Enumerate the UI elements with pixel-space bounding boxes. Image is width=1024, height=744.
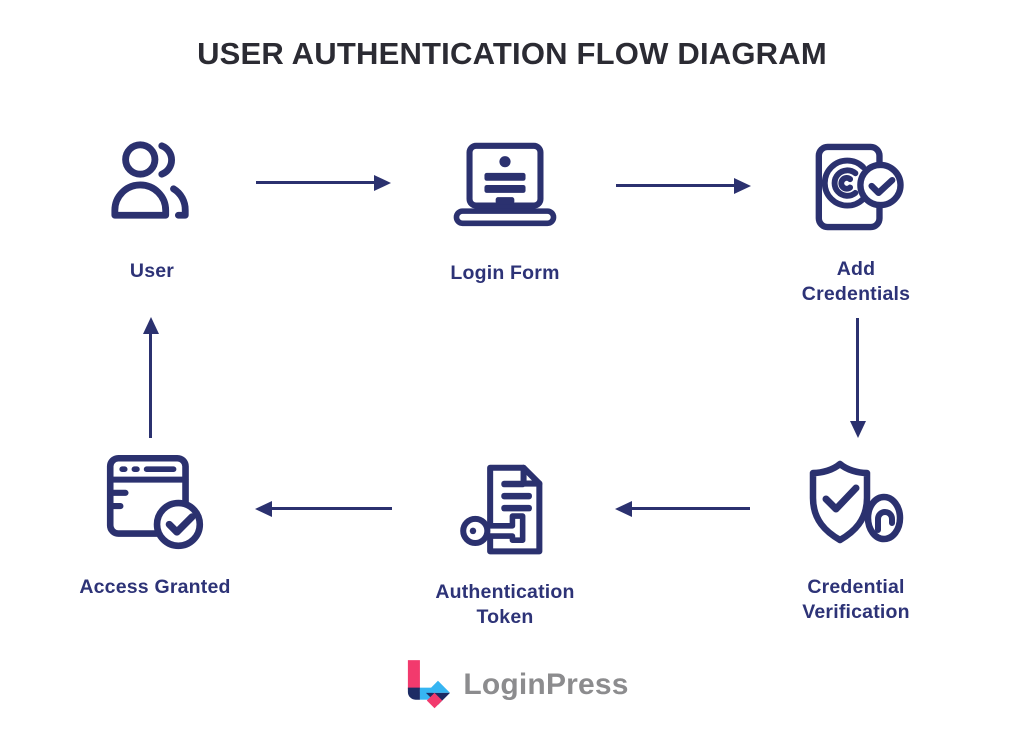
node-login-form: Login Form bbox=[415, 140, 595, 286]
node-label-add-credentials: Add Credentials bbox=[801, 258, 911, 305]
node-user: User bbox=[82, 138, 222, 284]
node-authentication-token: Authentication Token bbox=[408, 462, 602, 630]
arrow-user-to-login-form bbox=[256, 181, 374, 184]
laptop-login-icon bbox=[449, 140, 561, 230]
arrow-access-granted-to-user bbox=[149, 334, 152, 438]
arrow-credential-verification-to-authentication-token bbox=[632, 507, 750, 510]
loginpress-logo: LoginPress bbox=[0, 655, 1024, 715]
node-label-user: User bbox=[129, 260, 175, 282]
node-credential-verification: Credential Verification bbox=[766, 458, 946, 625]
loginpress-logo-icon bbox=[395, 655, 451, 715]
node-label-access-granted: Access Granted bbox=[79, 576, 231, 598]
document-key-icon bbox=[453, 462, 557, 559]
node-label-credential-verification: Credential Verification bbox=[802, 576, 910, 623]
arrow-login-form-to-add-credentials bbox=[616, 184, 734, 187]
fingerprint-check-icon bbox=[803, 142, 909, 232]
shield-check-lock-icon bbox=[800, 458, 912, 554]
node-add-credentials: Add Credentials bbox=[768, 142, 944, 307]
node-label-login-form: Login Form bbox=[450, 262, 560, 284]
node-label-authentication-token: Authentication Token bbox=[435, 581, 575, 628]
node-access-granted: Access Granted bbox=[62, 452, 248, 600]
arrow-add-credentials-to-credential-verification bbox=[856, 318, 859, 421]
arrow-authentication-token-to-access-granted bbox=[272, 507, 392, 510]
page-title: USER AUTHENTICATION FLOW DIAGRAM bbox=[197, 36, 827, 71]
browser-check-icon bbox=[98, 452, 212, 550]
two-users-icon bbox=[102, 138, 202, 226]
loginpress-logo-text: LoginPress bbox=[463, 668, 629, 701]
